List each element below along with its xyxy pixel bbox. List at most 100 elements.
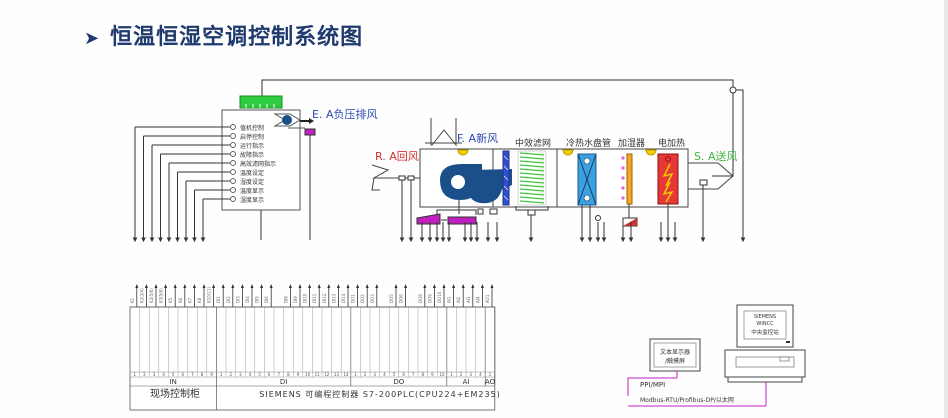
fresh-air-intake [430, 118, 457, 147]
terminal-label: DO9 [427, 294, 432, 303]
scada-line3: 中央监控站 [751, 328, 779, 336]
terminal-number: 10 [439, 372, 445, 377]
terminal-number: 5 [258, 372, 261, 377]
panel-item-label: 运行指示 [240, 142, 264, 150]
terminal-label: DI10 [303, 293, 308, 303]
terminal-label: K2(5/6) [149, 288, 154, 303]
return-air-label: R. A回风 [375, 150, 419, 163]
terminal-number: 5 [393, 372, 396, 377]
terminal-number: 8 [422, 372, 425, 377]
exhaust-air-label: E. A负压排风 [312, 107, 377, 121]
arrow-bullet-icon: ➤ [84, 28, 101, 49]
terminal-label: DI11 [312, 293, 317, 303]
terminal-label: DI3 [235, 296, 240, 303]
indicator-icon [230, 133, 236, 139]
terminal-number: 4 [249, 372, 252, 377]
terminal-number: 1 [220, 372, 223, 377]
terminal-number: 6 [268, 372, 271, 377]
terminal-number: 7 [191, 372, 194, 377]
terminal-label: K2(3/4) [139, 288, 144, 303]
terminal-label: DI14 [341, 293, 346, 303]
terminal-number: 7 [278, 372, 281, 377]
terminal-label: DI12 [322, 293, 327, 303]
panel-item: 故障指示 [230, 151, 264, 159]
indicator-icon [230, 160, 236, 166]
exhaust-fan [273, 113, 316, 240]
indicator-icon [230, 196, 236, 202]
indicator-icon [230, 124, 236, 130]
plc-controller-label: SIEMENS 可编程控制器 S7-200PLC(CPU224+EM235) [259, 389, 501, 399]
supply-air-duct [688, 162, 734, 190]
terminal-label: DO8 [418, 294, 423, 303]
terminal-number: 4 [479, 372, 482, 377]
coil-label: 冷热水盘管 [566, 137, 611, 149]
panel-item: 高效滤网指示 [230, 160, 276, 168]
scada-line2: WINCC [756, 321, 774, 327]
heater-label: 电加热 [658, 137, 685, 149]
terminal-label: K5 [168, 297, 173, 303]
group-label: IN [170, 378, 177, 386]
terminal-label: K3(5/6) [159, 288, 164, 303]
terminal-number: 2 [460, 372, 463, 377]
terminal-number: 4 [383, 372, 386, 377]
panel-item: 湿度设定 [230, 178, 264, 186]
terminal-number: 6 [402, 372, 405, 377]
indicator-icon [230, 187, 236, 193]
page-title: ➤恒温恒湿空调控制系统图 [84, 19, 363, 51]
terminal-number: 1 [354, 372, 357, 377]
exhaust-damper-actuator [304, 128, 316, 136]
terminal-label: DI13 [331, 293, 336, 303]
terminal-label: DI1 [216, 296, 221, 303]
panel-item-label: 高效滤网指示 [240, 160, 276, 168]
terminal-number: 11 [315, 372, 321, 377]
terminal-label: DO10 [437, 291, 442, 303]
terminal-label: DO1 [351, 294, 356, 303]
supply-fan [440, 164, 512, 214]
supply-air-label: S. A送风 [694, 149, 738, 163]
terminal-number: 13 [334, 372, 340, 377]
panel-item: 运行指示 [230, 142, 264, 150]
panel-item: 值机控制 [230, 124, 264, 132]
terminal-label: DI4 [245, 296, 250, 303]
terminal-label: AI1 [447, 296, 452, 303]
terminal-number: 12 [324, 372, 330, 377]
terminal-number: 3 [239, 372, 242, 377]
medium-filter-label: 中效滤网 [515, 137, 551, 149]
panel-item: 温度显示 [230, 187, 264, 195]
bus-label: Modbus-RTU/Profibus-DP/以太网 [640, 396, 734, 404]
group-label: DO [393, 378, 404, 386]
panel-item: 温度设定 [230, 169, 264, 177]
terminal-label: DO3 [370, 294, 375, 303]
terminal-label: K8 [197, 297, 202, 303]
text-display-hmi [627, 338, 701, 396]
terminal-number: 9 [431, 372, 434, 377]
top-wiring [261, 79, 744, 238]
medium-filter [517, 150, 547, 206]
group-label: DI [280, 378, 287, 386]
indicator-icon [230, 169, 236, 175]
touch-screen-label: /触摸屏 [665, 357, 685, 365]
terminal-number: 1 [134, 372, 137, 377]
terminal-label: DI9 [293, 296, 298, 303]
terminal-number: 3 [153, 372, 156, 377]
ppi-mpi-label: PPI/MPI [640, 381, 665, 389]
terminal-number: 4 [162, 372, 165, 377]
terminal-label: DI6 [264, 296, 269, 303]
terminal-label: DI5 [255, 296, 260, 303]
terminal-number: 1 [450, 372, 453, 377]
indicator-icon [230, 178, 236, 184]
panel-item-label: 温度显示 [240, 187, 264, 195]
terminal-label: K7 [187, 297, 192, 303]
terminal-label: AO1 [485, 294, 490, 303]
terminal-label: AI4 [475, 296, 480, 303]
terminal-number: 14 [343, 372, 349, 377]
indicator-icon [230, 151, 236, 157]
terminal-label: AI3 [466, 296, 471, 303]
terminal-number: 10 [305, 372, 311, 377]
terminal-number: 8 [201, 372, 204, 377]
terminal-label: DO5 [389, 294, 394, 303]
group-label: AI [463, 378, 470, 386]
terminal-number: 3 [470, 372, 473, 377]
terminal-label: K1 [130, 297, 135, 303]
